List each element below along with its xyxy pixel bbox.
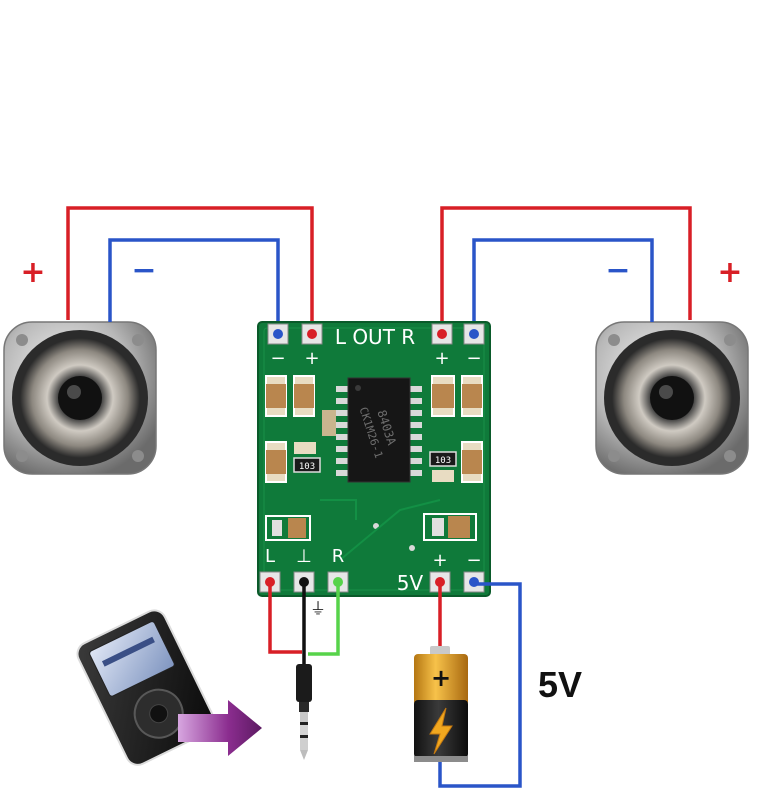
right-components: 103 <box>429 375 483 483</box>
right-speaker <box>595 321 749 475</box>
audio-input-wires <box>268 584 340 666</box>
left-plus-mark: + <box>20 255 45 290</box>
right-plus-mark: + <box>717 255 742 290</box>
right-positive-wire <box>440 206 692 330</box>
power-plus-sign: + <box>432 550 447 571</box>
left-minus-mark: − <box>131 253 156 288</box>
right-resistor-code: 103 <box>435 456 451 466</box>
supply-voltage-label: 5V <box>538 664 582 705</box>
input-power-pads <box>259 571 485 593</box>
input-arrow-icon <box>178 700 262 756</box>
left-components: 103 <box>265 375 336 483</box>
left-out-minus-sign: − <box>270 348 285 369</box>
amplifier-board: L OUT R − + + − 103 <box>257 321 491 597</box>
battery-plus-sign: + <box>431 664 451 692</box>
music-player <box>76 609 216 766</box>
right-negative-wire <box>472 238 654 330</box>
input-ground-label: ⊥ <box>296 546 312 567</box>
left-positive-wire <box>66 206 314 330</box>
input-left-wire <box>268 584 302 654</box>
left-speaker <box>3 321 157 475</box>
battery: + <box>414 646 468 762</box>
ground-symbol: ⏚ <box>310 599 326 618</box>
right-out-minus-sign: − <box>466 348 481 369</box>
amplifier-chip: 8403A CK1M26-1 <box>336 377 422 483</box>
board-power-label: 5V <box>397 571 424 595</box>
right-speaker-wires <box>440 206 692 330</box>
input-right-label: R <box>332 546 345 567</box>
audio-jack-plug <box>296 664 312 760</box>
lower-components <box>265 499 477 561</box>
left-resistor-code: 103 <box>299 462 315 472</box>
right-minus-mark: − <box>605 253 630 288</box>
input-right-wire <box>308 584 340 656</box>
left-speaker-wires <box>66 206 314 330</box>
left-out-plus-sign: + <box>304 348 319 369</box>
power-minus-sign: − <box>466 550 481 571</box>
right-out-plus-sign: + <box>434 348 449 369</box>
left-negative-wire <box>108 238 280 330</box>
power-negative-wire <box>438 582 522 788</box>
power-wires <box>438 582 522 788</box>
input-left-label: L <box>265 546 275 567</box>
lightning-bolt-icon <box>429 707 453 755</box>
output-pads <box>267 323 485 345</box>
output-label: L OUT R <box>335 325 415 349</box>
